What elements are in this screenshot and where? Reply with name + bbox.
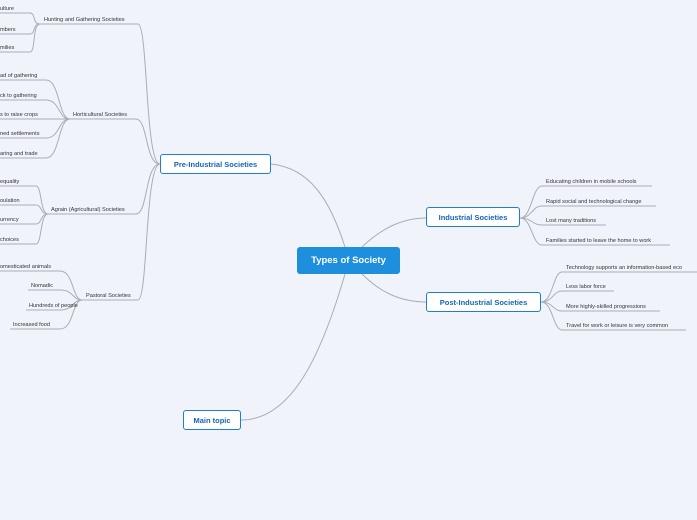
leaf-hunting-3[interactable]: milies [0,45,15,51]
subtopic-pastoral[interactable]: Pastoral Societies [86,293,131,299]
topic-main[interactable]: Main topic [183,410,241,430]
leaf-pastoral-3[interactable]: Hundreds of people [29,303,78,309]
leaf-post-industrial-3[interactable]: More highly-skilled progressions [566,304,646,310]
subtopic-hunting-gathering[interactable]: Hunting and Gathering Societies [44,17,125,23]
subtopic-horticultural[interactable]: Horticultural Societies [73,112,128,118]
topic-industrial[interactable]: Industrial Societies [426,207,520,227]
topic-post-industrial[interactable]: Post-Industrial Societies [426,292,541,312]
leaf-horticultural-3[interactable]: s to raise crops [0,112,38,118]
link-root-pre [270,163,346,248]
leaf-post-industrial-2[interactable]: Less labor force [566,284,606,290]
leaf-pastoral-2[interactable]: Nomadic [31,283,54,289]
link-root-main [240,273,346,421]
leaf-pastoral-4[interactable]: Increased food [13,322,51,328]
link-pre-horticultural [135,118,161,165]
leaf-industrial-4[interactable]: Families started to leave the home to wo… [546,238,652,244]
root-topic[interactable]: Types of Society [297,247,400,274]
leaf-agrarian-4[interactable]: choices [0,237,19,243]
leaf-agrarian-2[interactable]: oulation [0,198,20,204]
leaf-horticultural-2[interactable]: ck to gathering [0,93,37,99]
leaf-post-industrial-1[interactable]: Technology supports an information-based… [566,265,682,271]
leaf-industrial-2[interactable]: Rapid social and technological change [546,199,642,205]
link-root-industrial [361,217,428,248]
leaf-horticultural-4[interactable]: ned settlements [0,131,40,137]
leaf-post-industrial-4[interactable]: Travel for work or leisure is very commo… [566,323,669,329]
leaf-industrial-1[interactable]: Educating children in mobile schools [546,179,637,185]
link-pre-pastoral [137,163,161,301]
leaf-pastoral-1[interactable]: omesticated animals [0,264,51,270]
leaf-hunting-1[interactable]: ulture [0,6,14,12]
leaf-agrarian-1[interactable]: equality [0,179,20,185]
link-pre-hunting [137,23,161,165]
link-root-post [361,273,428,303]
topic-pre-industrial[interactable]: Pre-Industrial Societies [160,154,271,174]
leaf-industrial-3[interactable]: Lost many traditions [546,218,597,224]
subtopic-agrarian[interactable]: Agrain (Agricultural) Societies [51,207,125,213]
leaf-horticultural-5[interactable]: aring and trade [0,151,38,157]
leaf-horticultural-1[interactable]: ad of gathering [0,73,38,79]
link-pre-agrarian [135,163,161,215]
leaf-hunting-2[interactable]: mbers [0,27,16,33]
leaf-agrarian-3[interactable]: urrency [0,217,19,223]
